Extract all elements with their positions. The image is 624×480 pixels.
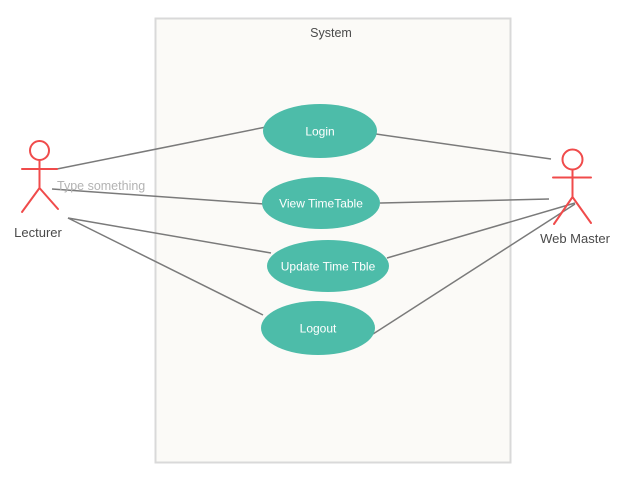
usecase-update-time-tble[interactable]: Update Time Tble [267,240,389,292]
usecase-login-ellipse[interactable] [263,104,377,158]
lecturer-stick-figure-icon[interactable] [21,140,59,213]
connector-login-web-master[interactable] [375,133,552,160]
usecase-update-time-tble-ellipse[interactable] [267,240,389,292]
usecase-login-label: Login [305,125,334,139]
system-boundary-title: System [310,26,352,40]
actor-lecturer-label: Lecturer [14,225,62,240]
usecase-view-timetable-ellipse[interactable] [262,177,380,229]
connector-lecturer-update-time-tble[interactable] [67,217,272,254]
connector-view-timetable-web-master[interactable] [379,198,550,204]
actor-web-master-label: Web Master [540,231,611,246]
connector-update-time-tble-web-master[interactable] [386,202,576,259]
connector-logout-web-master[interactable] [372,203,576,335]
connector-lecturer-logout[interactable] [67,217,264,316]
web-master-stick-figure-icon[interactable] [552,148,592,225]
usecase-logout-label: Logout [300,322,337,336]
connector-lecturer-login[interactable] [56,126,267,170]
usecase-logout[interactable]: Logout [261,301,375,355]
usecase-logout-ellipse[interactable] [261,301,375,355]
usecase-login[interactable]: Login [263,104,377,158]
actor-web-master[interactable]: Web Master [540,148,611,247]
type-something-placeholder[interactable]: Type something [57,179,145,193]
usecase-update-time-tble-label: Update Time Tble [281,260,376,274]
usecase-view-timetable[interactable]: View TimeTable [262,177,380,229]
actor-lecturer[interactable]: Lecturer [14,140,63,240]
connector-lecturer-view-timetable[interactable] [51,188,265,205]
usecase-view-timetable-label: View TimeTable [279,197,363,211]
